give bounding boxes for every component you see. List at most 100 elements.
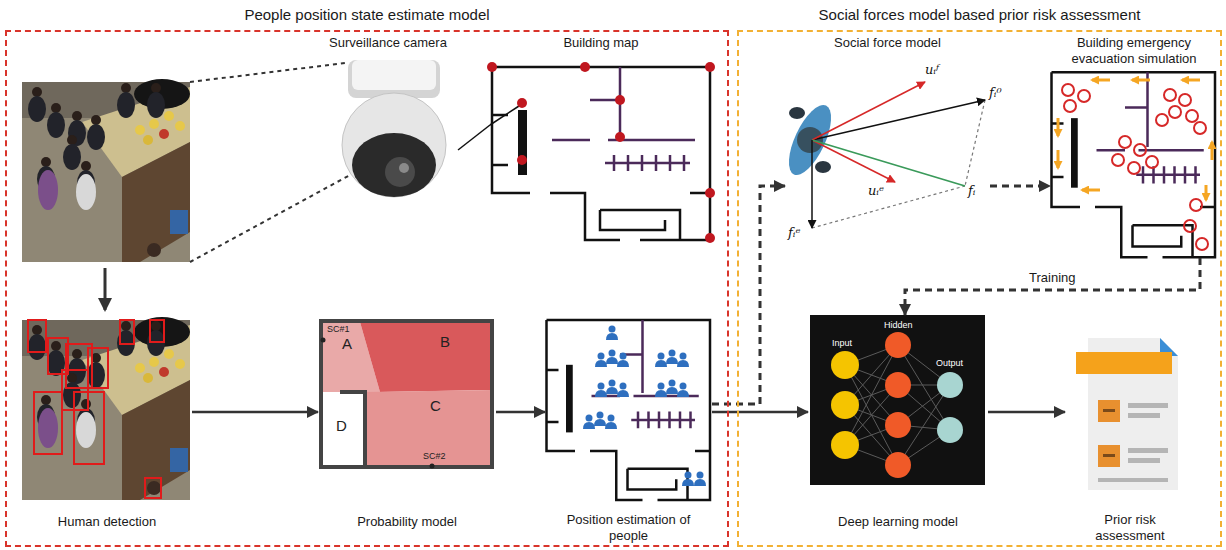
evacuation-simulation-map xyxy=(1128,162,1140,174)
probability-map xyxy=(320,320,493,468)
report-icon xyxy=(1128,413,1160,418)
detection-photo xyxy=(74,392,104,464)
illustrated-node: Social force model xyxy=(785,35,990,245)
evacuation-simulation-map xyxy=(1092,79,1110,82)
probability-map xyxy=(430,464,435,469)
surveillance-camera xyxy=(342,60,446,197)
illustrated-node: Surveillance camera xyxy=(318,35,458,215)
vector-symbol: fᵢ xyxy=(968,184,975,198)
neural-network-figure xyxy=(831,351,859,379)
report-icon xyxy=(1098,478,1168,482)
evacuation-simulation-map xyxy=(1164,89,1176,101)
evacuation-simulation-map xyxy=(1132,79,1150,82)
detection-photo xyxy=(28,320,164,498)
connector-arrow xyxy=(990,185,1050,188)
evacuation-simulation-map xyxy=(1052,72,1216,257)
position-estimate-map xyxy=(682,472,694,487)
region-label: Hidden xyxy=(884,321,913,331)
down-arrow xyxy=(104,268,107,310)
detection-photo xyxy=(88,348,108,388)
surveillance-camera xyxy=(385,157,415,187)
report-icon xyxy=(1098,400,1120,422)
social-force-figure xyxy=(780,82,985,228)
position-estimate-map xyxy=(655,380,689,398)
building-map xyxy=(517,98,527,108)
neural-network-figure xyxy=(937,417,963,443)
neural-network-figure xyxy=(810,315,985,485)
report-icon xyxy=(1076,352,1172,374)
position-estimate-map xyxy=(547,320,711,500)
neural-network-figure xyxy=(885,332,911,358)
neural-network-figure xyxy=(885,452,911,478)
connector-arrow xyxy=(192,411,318,414)
region-label: Output xyxy=(936,359,963,369)
evacuation-simulation-map xyxy=(1119,136,1131,148)
evacuation-simulation-map xyxy=(1156,114,1168,126)
report-icon xyxy=(1128,403,1168,408)
building-map xyxy=(487,62,715,243)
report-icon xyxy=(1076,338,1178,490)
evacuation-simulation-map xyxy=(1146,156,1158,168)
neural-network-figure xyxy=(885,372,911,398)
building-map xyxy=(490,106,519,125)
report-icon xyxy=(1103,409,1115,412)
neural-network-figure xyxy=(885,412,911,438)
detection-photo xyxy=(28,320,46,352)
vector-symbol: uᵢᶠ xyxy=(925,63,939,77)
evacuation-simulation-map xyxy=(1134,144,1146,156)
report-icon xyxy=(1128,448,1168,453)
position-estimate-map xyxy=(694,472,706,487)
evacuation-simulation-map xyxy=(1194,122,1206,134)
report-icon xyxy=(1098,403,1168,482)
building-map xyxy=(487,62,715,243)
evacuation-simulation-map xyxy=(1184,220,1196,232)
social-force-figure xyxy=(812,186,965,228)
photo-callout-lines xyxy=(190,63,350,262)
evacuation-simulation-map xyxy=(1190,199,1202,211)
connector-arrow xyxy=(712,186,785,404)
region-label: Input xyxy=(832,339,852,349)
connector-arrow xyxy=(496,411,545,414)
camera-photo xyxy=(22,79,190,262)
node-caption: Prior risk assessment xyxy=(1085,512,1175,544)
neural-network-figure xyxy=(937,372,963,443)
panel-region: People position state estimate modelSurv… xyxy=(5,30,729,547)
report-icon xyxy=(1128,458,1160,463)
surveillance-camera xyxy=(399,163,409,173)
evacuation-simulation-map xyxy=(1052,72,1216,257)
illustrated-node: Prior risk assessment xyxy=(1065,318,1195,544)
evacuation-simulation-map xyxy=(1211,142,1214,160)
neural-network-figure xyxy=(937,372,963,398)
evacuation-simulation-map xyxy=(1169,106,1181,118)
evacuation-simulation-map xyxy=(1062,84,1074,96)
evacuation-simulation-map xyxy=(1057,118,1060,136)
evacuation-simulation-map xyxy=(1179,94,1191,106)
illustrated-node: Position estimation of people xyxy=(545,318,712,544)
position-estimate-map xyxy=(606,326,618,341)
neural-network-figure xyxy=(810,315,985,485)
surveillance-camera xyxy=(348,60,440,98)
region-label: A xyxy=(342,336,352,353)
probability-map xyxy=(360,322,491,392)
building-map xyxy=(615,95,625,105)
building-map xyxy=(517,155,527,165)
detection-photo xyxy=(150,320,164,342)
evacuation-simulation-map xyxy=(1186,110,1198,122)
node-caption: Social force model xyxy=(834,35,941,51)
node-caption: Probability model xyxy=(357,514,457,530)
probability-map xyxy=(321,338,326,343)
surveillance-camera xyxy=(342,93,446,197)
region-label: C xyxy=(430,398,441,415)
detection-photo xyxy=(34,392,62,454)
position-estimate-map xyxy=(595,350,629,368)
social-force-figure xyxy=(965,100,985,186)
photo-callout-lines xyxy=(190,63,345,82)
node-caption: Surveillance camera xyxy=(329,35,447,51)
neural-network-figure xyxy=(885,332,911,478)
position-estimate-map xyxy=(583,326,706,487)
social-force-figure xyxy=(812,100,985,140)
social-force-figure xyxy=(797,127,823,153)
building-map xyxy=(705,62,715,72)
social-force-figure xyxy=(811,140,813,228)
